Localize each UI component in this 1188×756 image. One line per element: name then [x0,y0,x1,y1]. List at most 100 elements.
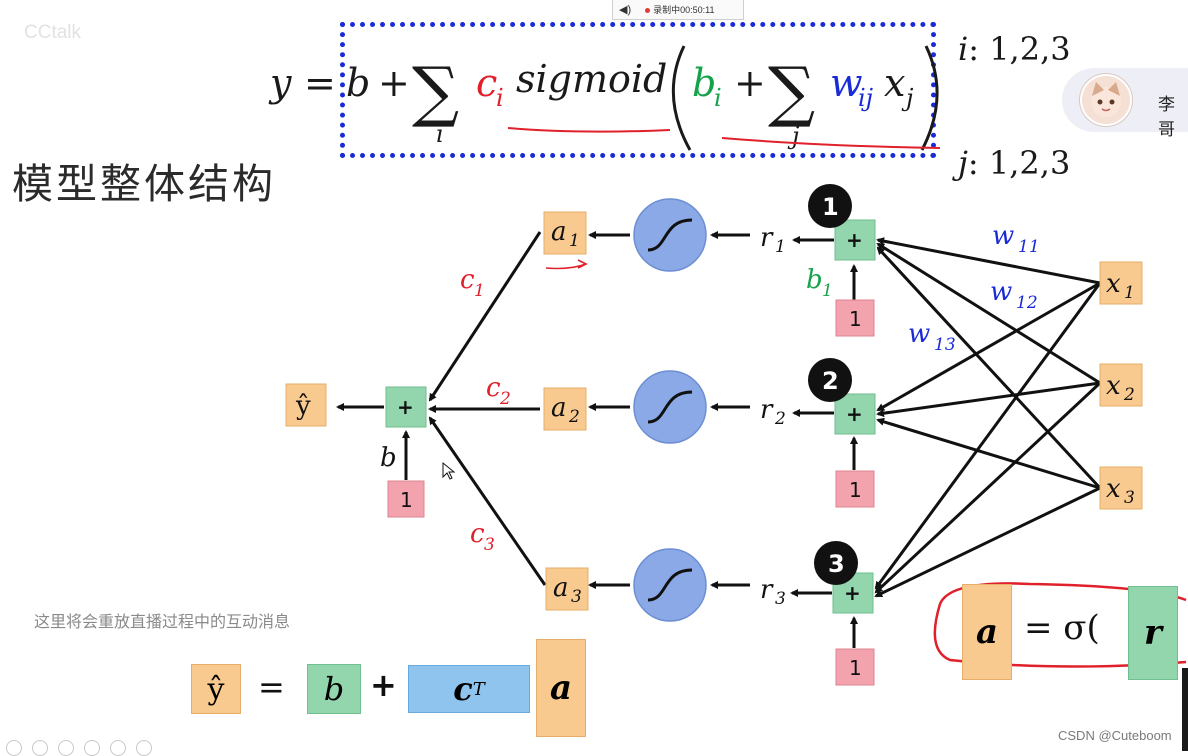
edge-a1-out [428,231,542,402]
a1-sub: 1 [569,231,580,251]
vector-c: c [453,670,473,708]
r1-label: r [760,223,774,253]
w13-label: w [908,319,930,349]
input-box-x3 [1099,466,1143,510]
underline-annotation-2 [721,137,941,149]
formula-y: y [268,61,292,105]
formula-bi-sub: i [714,84,722,112]
a1-label: a [551,217,567,247]
x1-sub: 1 [1124,283,1135,303]
bias-input-2 [835,470,875,508]
vector-b: b [307,664,361,714]
toolbar-icon[interactable] [32,740,48,756]
step-badge-2 [808,358,852,402]
step-badge-3-label: 3 [828,550,845,578]
weight-edges [874,237,1102,598]
r1-sub: 1 [775,237,786,257]
page-title: 模型整体结构 [12,161,276,207]
input-box-x1 [1099,261,1143,305]
index-j-range: j: 1,2,3 [958,144,1071,182]
record-dot-icon [645,8,651,13]
left-paren [671,45,692,151]
r3-sub: 3 [775,589,786,609]
edge-x3-plus2 [876,417,1101,490]
avatar[interactable] [1080,74,1132,126]
toolbar-icon[interactable] [58,740,74,756]
sum-symbol-j: ∑ [768,53,815,130]
w12-sub: 12 [1016,293,1038,313]
edge-a3-out [428,416,547,586]
vector-y-hat: ŷ [191,664,241,714]
step-badge-3 [814,541,858,585]
presenter-name: 李哥 [1158,95,1175,139]
toolbar-icon[interactable] [110,740,126,756]
index-i-range: i: 1,2,3 [958,30,1071,68]
sigmoid-nodes [633,198,707,622]
toolbar-icon[interactable] [6,740,22,756]
formula-plus-2: + [734,61,766,105]
recording-bar[interactable]: ◀) 录制中00:50:11 [612,0,744,20]
edge-x2-plus1 [876,242,1101,385]
activation-box-a3 [545,567,589,611]
w11-sub: 11 [1018,237,1040,257]
edge-x3-plus1 [876,246,1102,490]
toolbar-icon[interactable] [84,740,100,756]
x3-sub: 3 [1124,488,1135,508]
toolbar-icon[interactable] [136,740,152,756]
bias-input-3-label: 1 [849,656,862,680]
edge-x1-plus3 [874,282,1102,590]
bias-input-2-label: 1 [849,478,862,502]
a3-sub: 3 [571,587,582,607]
step-badge-2-label: 2 [822,367,839,395]
main-formula: y = b + ∑ i c i sigmoid b i + ∑ j w ij x… [268,45,941,151]
c2-label: c [486,373,501,403]
input-box-x2 [1099,363,1143,407]
edge-x2-plus3 [874,381,1102,594]
csdn-credit: CSDN @Cuteboom [1058,728,1172,743]
r2-sub: 2 [774,409,786,429]
mouse-cursor-icon [442,461,456,480]
bias-input-out-label: 1 [400,488,413,512]
activation-box-a1 [543,211,587,255]
sigmoid-node-2 [633,370,707,444]
x2-sub: 2 [1123,385,1135,405]
w11-label: w [992,221,1014,251]
sum-node-2-label: + [846,402,863,426]
interaction-replay-notice: 这里将会重放直播过程中的互动消息 [34,614,291,631]
formula-x: x [884,61,905,105]
bias-input-out [387,480,425,518]
edge-x1-plus1 [876,237,1101,285]
c1-sub: 1 [474,281,485,301]
edge-x2-plus2 [876,381,1101,418]
activation-box-a2 [543,387,587,431]
speaker-icon[interactable]: ◀) [619,4,632,16]
bias-input-1-label: 1 [849,307,862,331]
output-sum-label: + [397,395,414,419]
sigmoid-node-3 [633,548,707,622]
b1-sub: 1 [822,281,833,301]
sigma-formula-a: a [962,584,1012,680]
scrollbar[interactable] [1182,668,1188,751]
formula-c: c [476,61,497,105]
bottom-toolbar[interactable] [6,740,152,756]
sum-symbol-i: ∑ [412,53,459,130]
underline-annotation-1 [507,127,671,133]
vector-equals: = [258,668,285,706]
sum-node-1-label: + [846,228,863,252]
r2-label: r [760,395,774,425]
sum-node-2 [834,393,876,435]
recording-status: 录制中00:50:11 [645,3,715,16]
formula-equals: = [304,61,336,105]
w12-label: w [990,277,1012,307]
edge-x3-plus3 [874,486,1101,598]
output-y-hat-box [285,383,327,427]
step-badge-1 [808,184,852,228]
output-sum-node [385,386,427,428]
sigma-formula-r: r [1128,586,1178,680]
step-badge-1-label: 1 [822,193,839,221]
sum-index-i: i [436,120,444,148]
cctalk-watermark: CCtalk [24,22,82,43]
r3-label: r [760,575,774,605]
